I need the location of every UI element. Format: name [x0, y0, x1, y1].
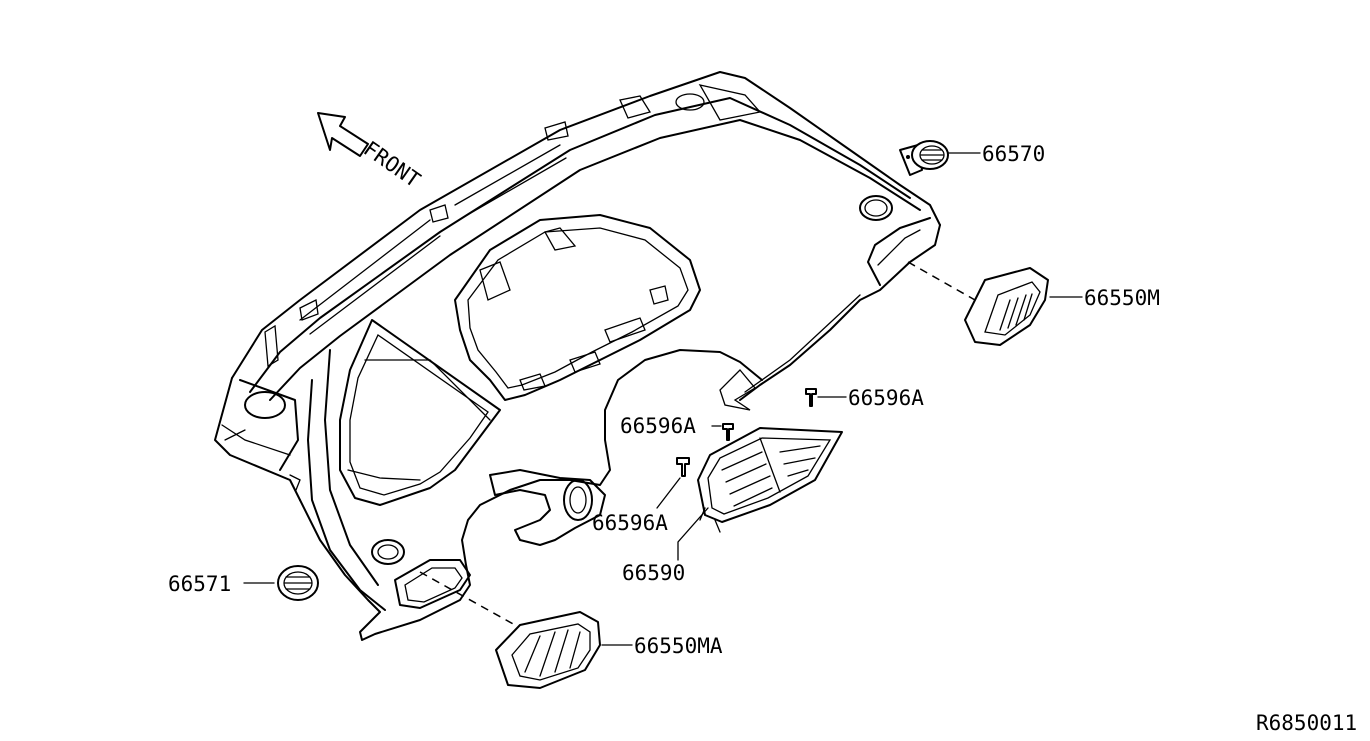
label-66570: 66570 [982, 142, 1045, 166]
part-66550MA-left-outlet [419, 571, 633, 689]
label-66596A-lower: 66596A [592, 511, 668, 535]
instrument-panel [214, 71, 941, 641]
screw-icon [711, 423, 734, 441]
part-66590-center-vent [677, 427, 843, 561]
part-66550M-right-outlet [907, 261, 1083, 346]
drawing-number: R6850011 [1256, 711, 1357, 735]
label-66550MA: 66550MA [634, 634, 723, 658]
label-66590: 66590 [622, 561, 685, 585]
front-arrow-icon [317, 112, 369, 157]
front-label: FRONT [359, 136, 425, 192]
label-66571: 66571 [168, 572, 231, 596]
screw-icon [805, 388, 847, 407]
part-66570-side-vent [899, 140, 981, 176]
part-66571-side-vent [243, 565, 319, 601]
label-66596A-right: 66596A [848, 386, 924, 410]
screw-icon [656, 457, 690, 509]
label-66550M: 66550M [1084, 286, 1160, 310]
label-66596A-middle: 66596A [620, 414, 696, 438]
